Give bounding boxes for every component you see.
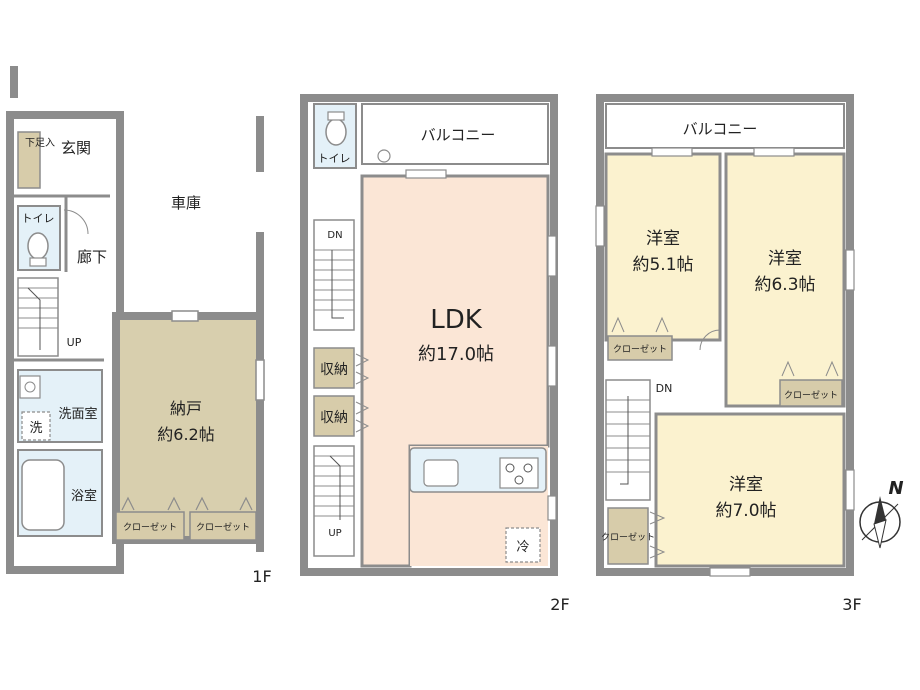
toilet-1f-label: トイレ xyxy=(22,212,55,225)
bedroom-3-size: 約7.0帖 xyxy=(715,501,776,521)
bedroom-2-size: 約6.3帖 xyxy=(754,275,815,295)
bedroom-3 xyxy=(654,412,846,568)
storage-room xyxy=(112,312,264,544)
bedroom-1-name: 洋室 xyxy=(646,229,680,249)
closet-3f-2 xyxy=(779,379,843,407)
floor-3f-label: 3F xyxy=(842,595,861,614)
storage-2f-2-label: 収納 xyxy=(320,410,348,426)
dn-3f-label: DN xyxy=(656,382,673,395)
storage-2f-1-label: 収納 xyxy=(320,362,348,378)
entrance-label: 玄関 xyxy=(61,139,91,157)
toilet-2f-label: トイレ xyxy=(318,152,351,165)
ldk-size: 約17.0帖 xyxy=(418,344,494,365)
fridge-spot xyxy=(505,527,541,563)
floor-1f-label: 1F xyxy=(252,567,271,586)
bath-label: 浴室 xyxy=(71,488,97,504)
bedroom-2 xyxy=(724,152,846,408)
balcony-3f xyxy=(605,103,845,149)
washroom-label: 洗面室 xyxy=(58,406,97,422)
floor-2f-label: 2F xyxy=(550,595,569,614)
dn-2f-label: DN xyxy=(327,230,342,241)
closet-1f-2 xyxy=(189,511,257,541)
bedroom-3-name: 洋室 xyxy=(729,475,763,495)
closet-3f-3 xyxy=(607,507,649,565)
shoe-closet-label: 下足入 xyxy=(25,137,55,149)
stove xyxy=(499,457,539,489)
closet-3f-3-label: クローゼット xyxy=(601,531,655,543)
closet-3f-2-label: クローゼット xyxy=(784,389,838,401)
washer-spot xyxy=(21,411,51,441)
closet-1f-1-label: クローゼット xyxy=(123,521,177,533)
balcony-2f xyxy=(361,103,549,165)
stairs-2f-up xyxy=(313,445,355,557)
garage-label: 車庫 xyxy=(171,194,201,212)
bedroom-1-size: 約5.1帖 xyxy=(632,255,693,275)
stairs-2f-down xyxy=(313,219,355,331)
stairs-1f xyxy=(17,277,59,357)
fridge-label: 冷 xyxy=(516,540,529,555)
closet-1f-1 xyxy=(115,511,185,541)
garage-wall-stub xyxy=(256,116,264,172)
floor-3f xyxy=(595,94,855,577)
stairs-3f xyxy=(605,379,651,501)
up-1f-label: UP xyxy=(67,336,82,349)
balcony-2f-label: バルコニー xyxy=(421,126,496,144)
compass-icon xyxy=(859,496,901,549)
sink xyxy=(423,459,459,487)
closet-1f-2-label: クローゼット xyxy=(196,521,250,533)
storage-2f-1 xyxy=(313,347,355,389)
closet-3f-1 xyxy=(607,335,673,361)
up-2f-label: UP xyxy=(328,528,341,539)
floor-2f xyxy=(300,94,558,576)
ldk-name: LDK xyxy=(430,305,483,335)
gate-post xyxy=(10,66,18,98)
floor-1f xyxy=(6,66,265,574)
storage-room-size: 約6.2帖 xyxy=(157,425,214,444)
bedroom-2-name: 洋室 xyxy=(768,249,802,269)
balcony-3f-label: バルコニー xyxy=(683,120,758,138)
compass-north-label: N xyxy=(888,478,903,499)
storage-2f-2 xyxy=(313,395,355,437)
shoe-closet xyxy=(17,131,41,189)
closet-3f-1-label: クローゼット xyxy=(613,343,667,355)
hall-label: 廊下 xyxy=(77,248,107,266)
storage-room-name: 納戸 xyxy=(170,399,202,418)
washer-label: 洗 xyxy=(29,421,42,436)
